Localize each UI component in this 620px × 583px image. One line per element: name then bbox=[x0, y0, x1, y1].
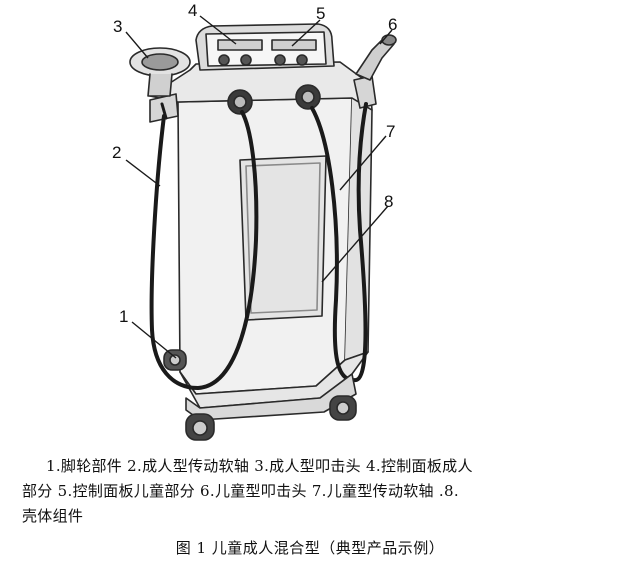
adult-knob-right bbox=[240, 54, 252, 66]
callout-4: 4 bbox=[188, 1, 197, 20]
caster-rear-left bbox=[163, 349, 187, 371]
caster-base bbox=[185, 373, 357, 421]
child-knob-right bbox=[296, 54, 308, 66]
legend-line-1: 1.脚轮部件 2.成人型传动软轴 3.成人型叩击头 4.控制面板成人 bbox=[46, 457, 473, 475]
front-panel bbox=[239, 155, 327, 321]
callout-6: 6 bbox=[388, 15, 397, 34]
legend-line-2: 部分 5.控制面板儿童部分 6.儿童型叩击头 7.儿童型传动软轴 .8. bbox=[22, 482, 459, 500]
callout-7: 7 bbox=[386, 122, 395, 141]
adult-drive-shaft bbox=[149, 110, 259, 390]
leader-6 bbox=[379, 29, 393, 45]
callout-5: 5 bbox=[316, 4, 325, 23]
adult-display bbox=[217, 39, 263, 51]
figure-caption: 图 1 儿童成人混合型（典型产品示例） bbox=[175, 539, 445, 557]
leader-4 bbox=[199, 15, 237, 45]
leader-5 bbox=[291, 19, 321, 47]
caster-front-left bbox=[185, 413, 215, 441]
callout-1: 1 bbox=[119, 307, 128, 326]
leader-2 bbox=[125, 159, 161, 187]
child-knob-left bbox=[274, 54, 286, 66]
legend-line-3: 壳体组件 bbox=[22, 507, 84, 525]
caster-front-right bbox=[329, 395, 357, 421]
adult-knob-left bbox=[218, 54, 230, 66]
leader-1 bbox=[131, 321, 177, 359]
leader-3 bbox=[125, 31, 149, 59]
callout-3: 3 bbox=[113, 17, 122, 36]
leader-7 bbox=[339, 135, 387, 191]
leader-8 bbox=[321, 205, 389, 283]
callout-8: 8 bbox=[384, 192, 393, 211]
callout-2: 2 bbox=[112, 143, 121, 162]
device-illustration: 1 2 3 4 5 6 7 8 bbox=[112, 1, 397, 441]
parts-legend: 1.脚轮部件 2.成人型传动软轴 3.成人型叩击头 4.控制面板成人 部分 5.… bbox=[22, 454, 602, 529]
child-drive-shaft bbox=[310, 102, 368, 383]
